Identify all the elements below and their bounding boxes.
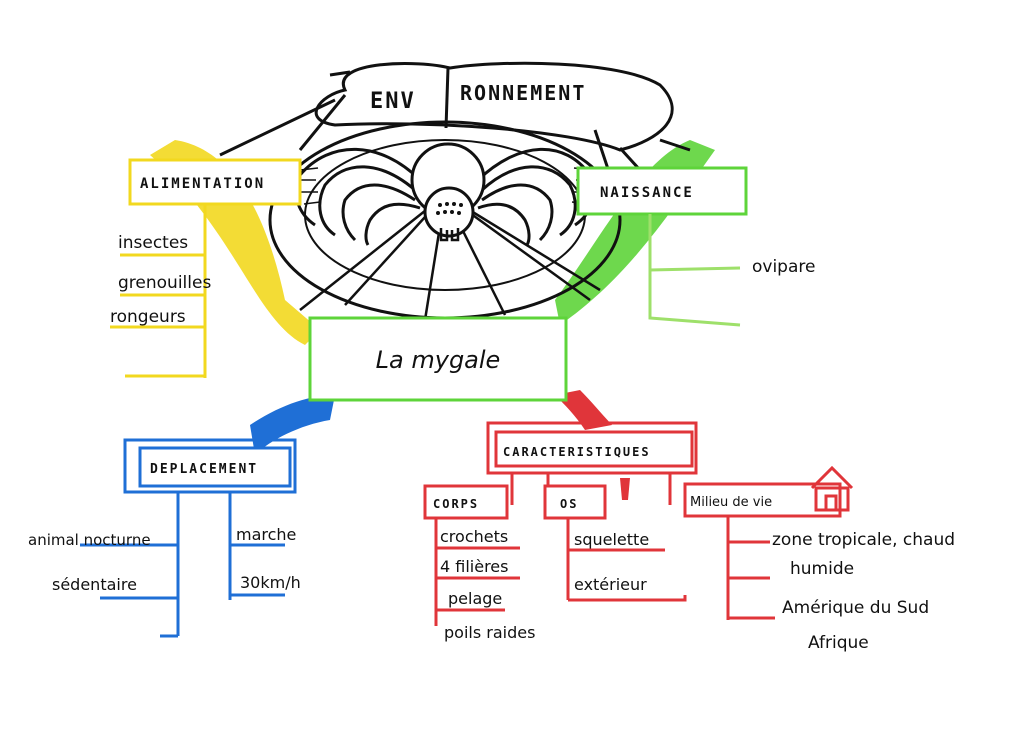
center-label: La mygale (376, 346, 501, 374)
corps-branches (434, 518, 520, 626)
red-band-small (620, 478, 630, 500)
caracteristiques-title: CARACTERISTIQUES (503, 445, 651, 459)
milieu-item-0: zone tropicale, chaud (772, 530, 955, 550)
deplacement-left-item-1: sédentaire (52, 575, 137, 594)
blue-band (250, 395, 335, 455)
naissance-title: NAISSANCE (600, 185, 694, 201)
milieu-branches (726, 516, 775, 620)
milieu-box (683, 482, 842, 518)
os-item-1: extérieur (574, 575, 647, 594)
milieu-item-1: humide (790, 559, 854, 579)
alimentation-title: ALIMENTATION (140, 176, 265, 192)
alimentation-item-1: grenouilles (118, 273, 211, 293)
os-item-0: squelette (574, 530, 649, 549)
corps-title: CORPS (433, 497, 479, 511)
corps-item-2: pelage (448, 589, 502, 608)
environment-strokes (219, 70, 691, 176)
milieu-item-2: Amérique du Sud (782, 598, 929, 618)
corps-item-1: 4 filières (440, 557, 508, 576)
alimentation-branches (110, 204, 207, 378)
environment-divider (444, 67, 450, 129)
deplacement-outer-box (123, 438, 297, 494)
os-title: OS (560, 497, 578, 511)
caracteristiques-outer-box (486, 421, 698, 475)
spider-fangs (439, 228, 460, 242)
naissance-item-0: ovipare (752, 257, 815, 277)
environment-label-left: ENV (370, 89, 416, 114)
spider-head (423, 186, 475, 238)
red-band (555, 390, 612, 430)
corps-box (423, 484, 509, 520)
milieu-item-3: Afrique (808, 633, 869, 653)
deplacement-right-item-1: 30km/h (240, 573, 301, 592)
spider-legs (294, 147, 596, 246)
environment-cloud (314, 61, 674, 152)
center-box (308, 316, 568, 402)
caracteristiques-box (494, 430, 694, 468)
corps-item-0: crochets (440, 527, 508, 546)
deplacement-branches (80, 492, 285, 638)
deplacement-title: DEPLACEMENT (150, 462, 258, 477)
deplacement-left-item-0: animal nocturne (28, 531, 151, 549)
deplacement-box (138, 446, 292, 488)
environment-label-right: RONNEMENT (460, 81, 586, 105)
naissance-box (576, 166, 748, 216)
house-icon (810, 465, 854, 512)
corps-item-3: poils raides (444, 623, 535, 642)
spider-eyes (436, 202, 463, 215)
milieu-title: Milieu de vie (690, 495, 772, 510)
naissance-branches (648, 214, 741, 327)
deplacement-right-item-0: marche (236, 525, 296, 544)
os-branches (566, 518, 687, 602)
alimentation-item-2: rongeurs (110, 307, 186, 327)
os-box (543, 484, 607, 520)
alimentation-item-0: insectes (118, 233, 188, 253)
alimentation-box (128, 158, 302, 206)
